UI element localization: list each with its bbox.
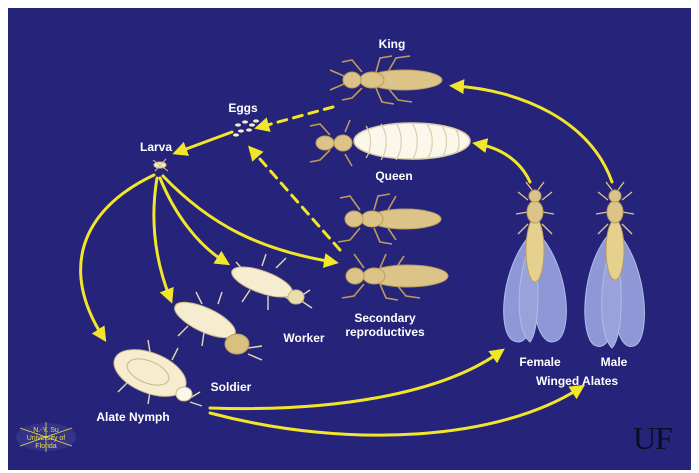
label-male: Male [601, 355, 628, 369]
label-king: King [379, 37, 406, 51]
label-winged-alates: Winged Alates [536, 374, 618, 388]
credit-institution: University of Florida [18, 435, 74, 451]
credit-text: N.-Y. Su University of Florida [18, 427, 74, 451]
credit-name: N.-Y. Su [18, 427, 74, 435]
label-reproductives: reproductives [345, 325, 424, 339]
label-worker: Worker [283, 331, 324, 345]
label-larva: Larva [140, 140, 172, 154]
label-female: Female [519, 355, 560, 369]
label-queen: Queen [375, 169, 412, 183]
uf-logo: UF [633, 420, 672, 457]
label-soldier: Soldier [211, 380, 252, 394]
label-alate-nymph: Alate Nymph [96, 410, 169, 424]
label-secondary: Secondary [354, 311, 415, 325]
label-eggs: Eggs [228, 101, 257, 115]
